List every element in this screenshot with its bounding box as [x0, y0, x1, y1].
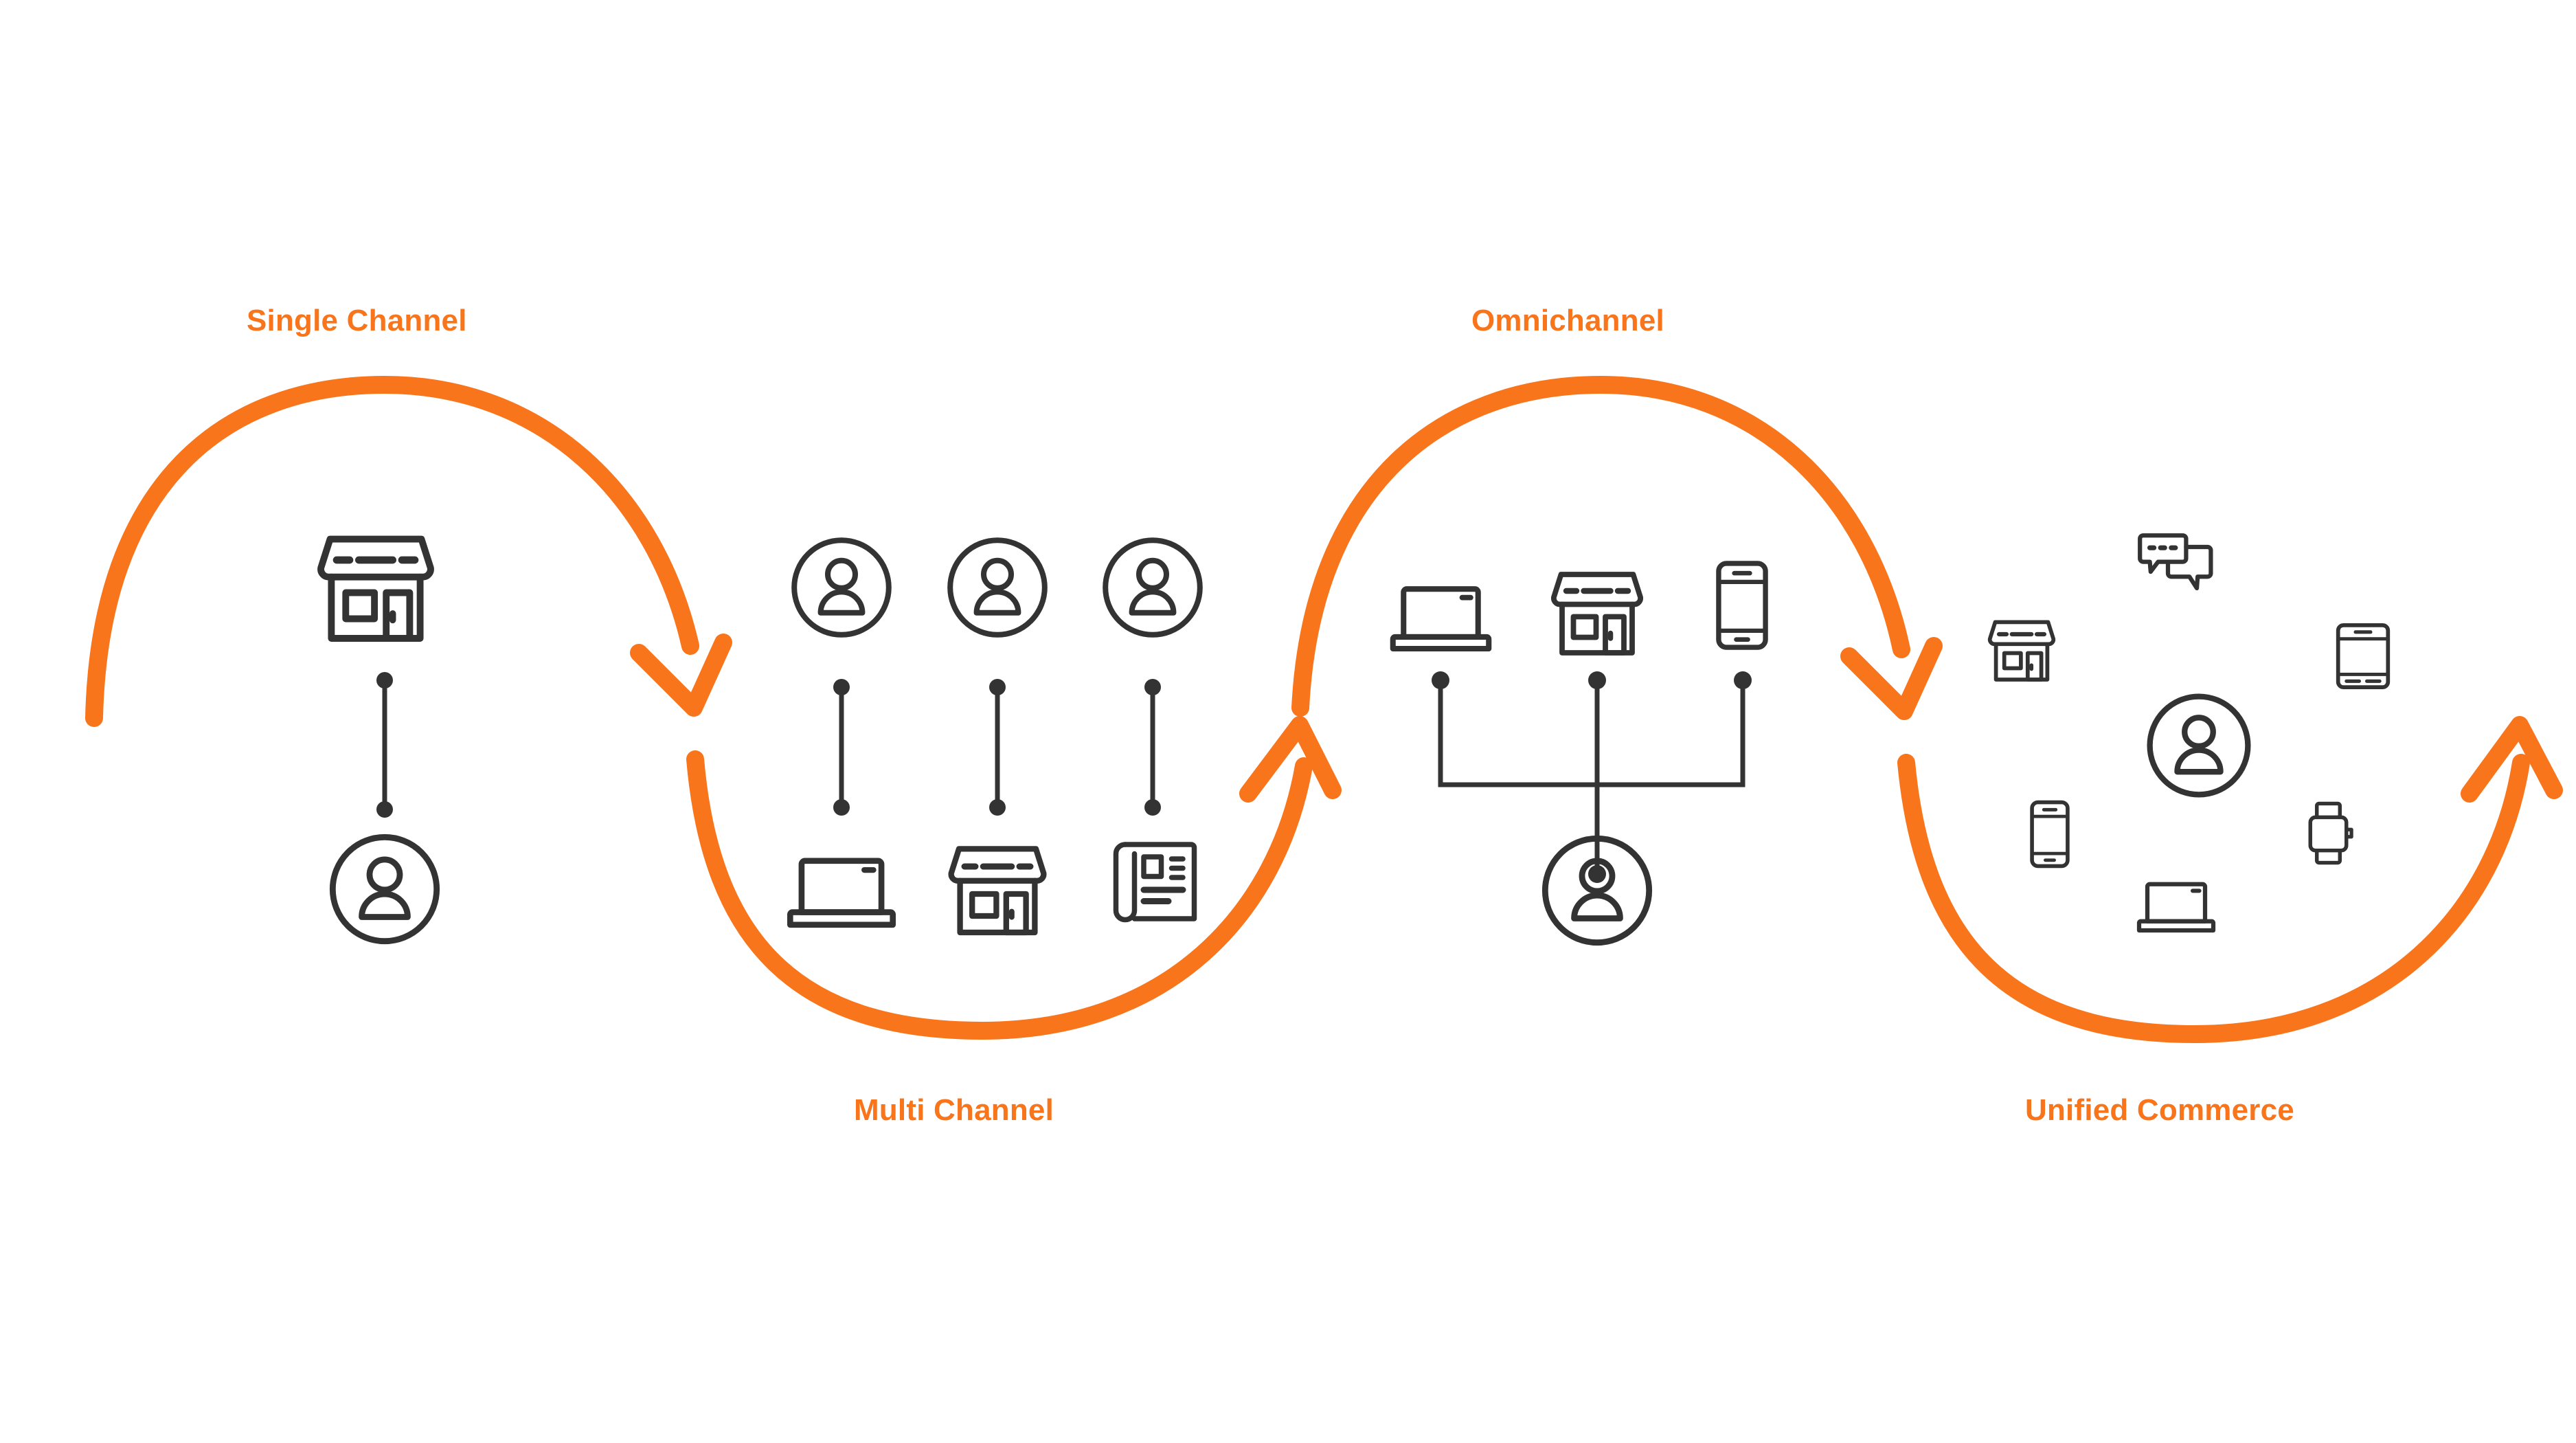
tablet-icon	[2338, 625, 2388, 687]
stage-unified-commerce	[1990, 535, 2388, 930]
flow-arrow-4-head	[2461, 716, 2563, 803]
stage-single-channel	[321, 539, 437, 941]
flow-curve-multi-trough	[686, 750, 1313, 1040]
store-icon	[1990, 622, 2054, 680]
single-channel-connector	[376, 672, 393, 818]
person-icon	[2150, 697, 2248, 795]
laptop-icon	[2139, 884, 2213, 930]
store-icon	[1554, 574, 1640, 653]
store-icon	[951, 849, 1044, 932]
person-icon	[794, 540, 889, 635]
store-icon	[321, 539, 431, 638]
laptop-icon	[1393, 589, 1489, 649]
person-icon	[332, 837, 436, 941]
flow-curve-unified-trough	[1897, 754, 2530, 1043]
phone-icon	[1719, 563, 1765, 647]
flow-curve-omni-crest	[1291, 376, 1910, 717]
multi-channel-connectors	[833, 679, 1161, 816]
stage-label-omnichannel: Omnichannel	[1471, 304, 1664, 337]
stage-omnichannel	[1393, 563, 1765, 943]
flow-arrow-1-head	[630, 634, 732, 717]
stage-label-unified-commerce: Unified Commerce	[2025, 1093, 2294, 1127]
smartwatch-icon	[2310, 803, 2351, 862]
chat-icon	[2140, 535, 2211, 588]
stage-label-multi-channel: Multi Channel	[854, 1093, 1054, 1127]
omnichannel-connector-dots	[1432, 671, 1752, 883]
stage-multi-channel	[790, 540, 1199, 932]
newspaper-icon	[1116, 844, 1195, 920]
flow-arrow-2-head	[1239, 716, 1342, 803]
phone-icon	[2032, 803, 2068, 866]
stage-label-single-channel: Single Channel	[247, 304, 467, 337]
laptop-icon	[790, 861, 892, 925]
flow-arrow-3-head	[1840, 637, 1943, 720]
flow-curve-group	[85, 376, 2563, 1043]
flow-curve-single-to-multi	[85, 376, 699, 727]
person-icon	[950, 540, 1045, 635]
person-icon	[1105, 540, 1200, 635]
omnichannel-connector-bus	[1438, 678, 1745, 877]
